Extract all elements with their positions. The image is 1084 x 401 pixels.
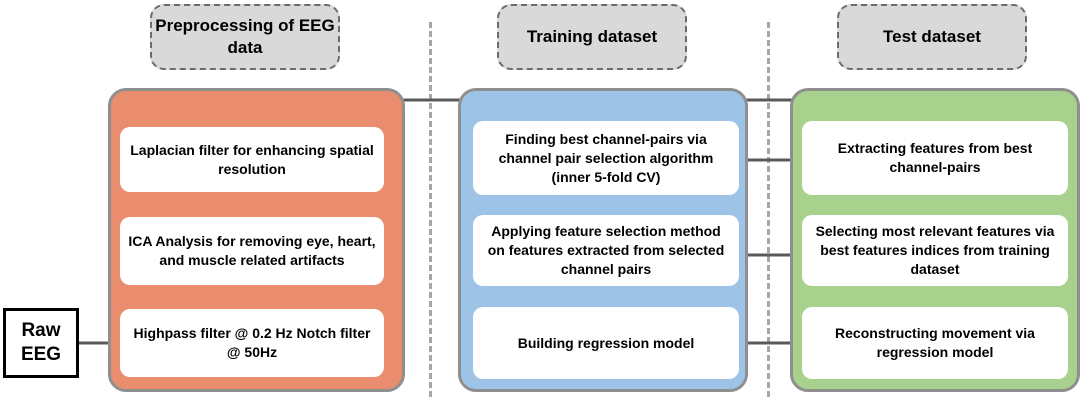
header-test: Test dataset	[837, 4, 1027, 70]
header-training-label: Training dataset	[526, 27, 658, 46]
raw-eeg-box: Raw EEG	[3, 308, 79, 378]
step-channel-pair-selection: Finding best channel-pairs via channel p…	[473, 121, 739, 195]
step-highpass-notch-filter: Highpass filter @ 0.2 Hz Notch filter @ …	[120, 309, 384, 377]
step-build-regression: Building regression model	[473, 307, 739, 379]
step-laplacian-filter: Laplacian filter for enhancing spatial r…	[120, 127, 384, 192]
divider-right	[767, 22, 770, 397]
step-select-relevant-features: Selecting most relevant features via bes…	[802, 215, 1068, 286]
step-reconstruct-movement: Reconstructing movement via regression m…	[802, 307, 1068, 379]
header-preprocessing: Preprocessing of EEG data	[150, 4, 340, 70]
step-ica-analysis: ICA Analysis for removing eye, heart, an…	[120, 217, 384, 285]
header-training: Training dataset	[497, 4, 687, 70]
step-extract-features: Extracting features from best channel-pa…	[802, 121, 1068, 195]
header-preprocessing-label: Preprocessing of EEG data	[155, 16, 335, 57]
raw-eeg-label: Raw EEG	[20, 320, 62, 365]
divider-left	[429, 22, 432, 397]
header-test-label: Test dataset	[883, 27, 981, 46]
step-feature-selection: Applying feature selection method on fea…	[473, 215, 739, 286]
